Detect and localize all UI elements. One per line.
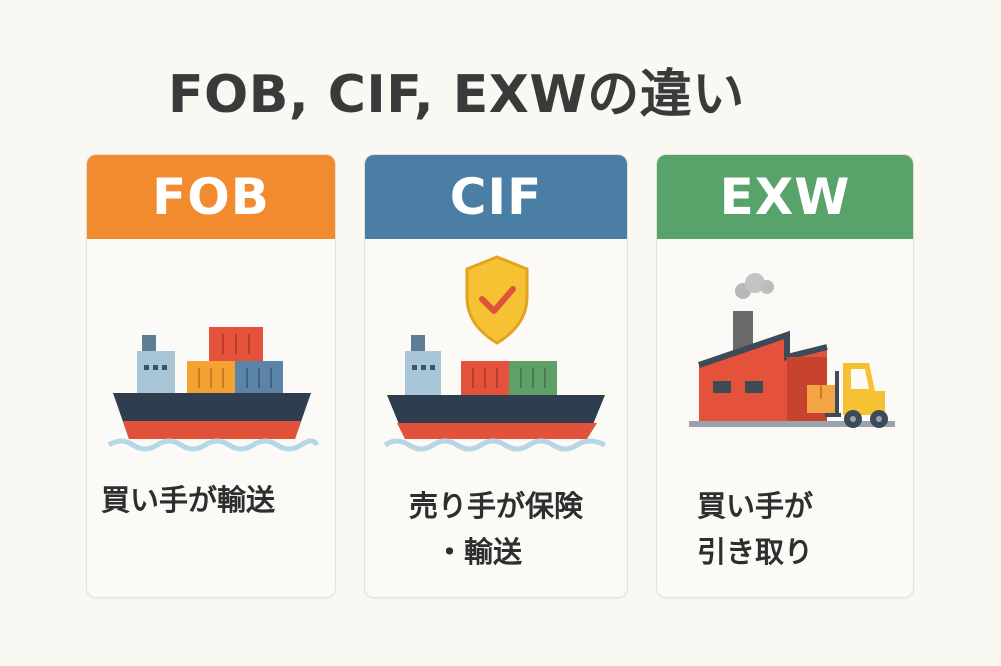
factory-forklift-icon [689, 273, 895, 428]
description-line: 売り手が保険 [409, 489, 584, 523]
card-header-fob: FOB [87, 155, 335, 239]
description-line: ・輸送 [435, 535, 523, 569]
card-fob: FOB 買い手が輸送 [86, 154, 336, 598]
cargo-ship-icon [107, 327, 320, 452]
card-cif: CIF 売り手が保険 ・輸送 [364, 154, 628, 598]
card-header-exw: EXW [657, 155, 913, 239]
description-line: 買い手が [697, 489, 814, 523]
page-title: FOB, CIF, EXWの違い [168, 65, 745, 125]
description-line: 引き取り [697, 535, 814, 569]
description-line: 買い手が輸送 [101, 483, 276, 517]
card-exw: EXW 買い手が 引き取り [656, 154, 914, 598]
cargo-ship-with-shield-icon [383, 255, 607, 452]
card-header-cif: CIF [365, 155, 627, 239]
